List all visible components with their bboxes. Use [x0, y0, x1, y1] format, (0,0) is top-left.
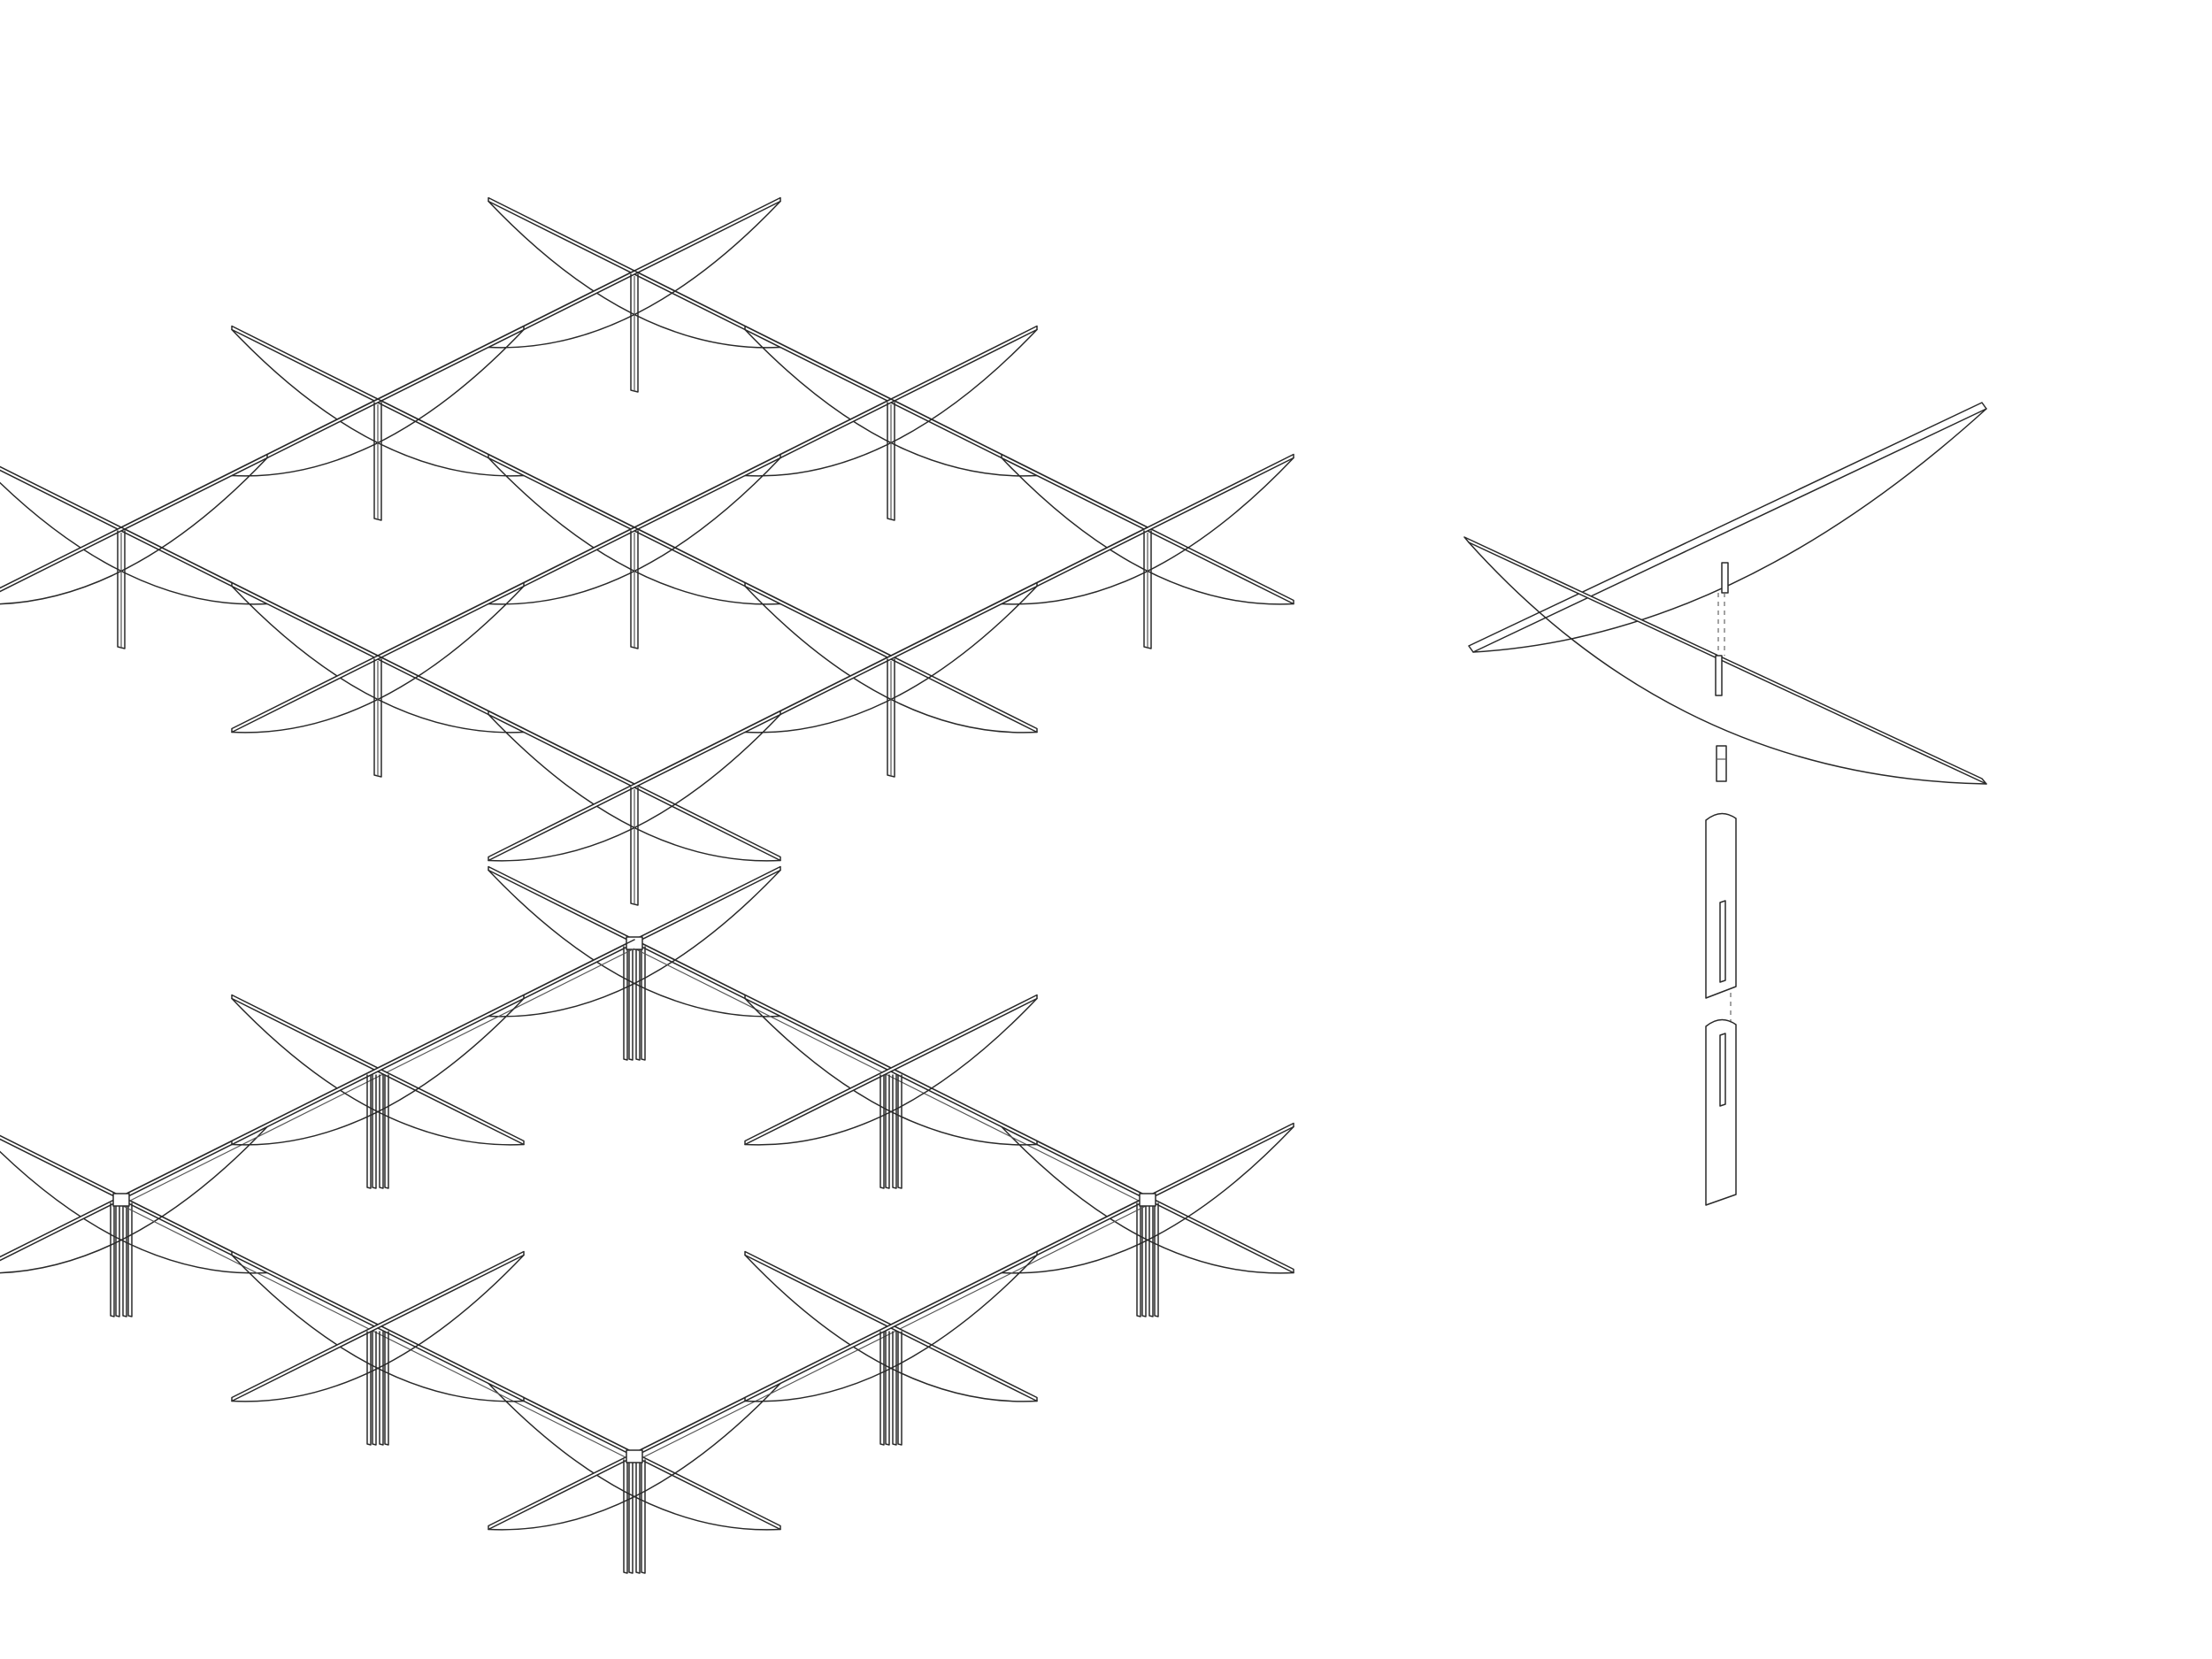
column-leg-1: [372, 1331, 377, 1446]
column-leg-2: [379, 1331, 384, 1446]
column-leg-3: [897, 1331, 902, 1446]
column-leg-2: [892, 1074, 897, 1189]
perimeter-beam-underside-2: [120, 1204, 635, 1463]
canopy-unit-mid-2: [231, 1250, 525, 1446]
blade-b-curved-edge: [0, 1125, 268, 1274]
column-leg-0: [110, 1202, 115, 1317]
beam-joint-2: [626, 1449, 643, 1463]
column-leg-2: [379, 1074, 384, 1189]
canopy-grid-with-beams-view: [0, 865, 1294, 1574]
connector-pin: [1716, 745, 1727, 782]
column-leg-1: [115, 1202, 120, 1317]
column-leg-0: [879, 1074, 885, 1189]
single-unit-exploded-view: [1463, 402, 1987, 1206]
column-leg-2: [122, 1202, 127, 1317]
column-leg-3: [1154, 1202, 1159, 1317]
blade-b-curved-edge: [488, 869, 781, 1018]
column-leg-1: [885, 1331, 890, 1446]
canopy-unit-0: [488, 196, 781, 393]
column-leg-0: [623, 946, 628, 1061]
beam-joint-3: [112, 1193, 130, 1207]
column-leg-3: [127, 1202, 133, 1317]
column-leg-3: [384, 1074, 389, 1189]
column-leg-2: [635, 946, 641, 1061]
perimeter-beam-underside-1: [634, 1204, 1148, 1463]
lower-post-slot: [1719, 1033, 1726, 1107]
cross-blade-curve: [1468, 541, 1987, 785]
column-leg-2: [635, 1459, 641, 1574]
grid-board-v-2: [634, 526, 1148, 785]
column-leg-1: [628, 946, 634, 1061]
column-leg-3: [641, 1459, 646, 1574]
grid-board-u-2: [120, 526, 635, 785]
column-leg-3: [641, 946, 646, 1061]
beam-joint-1: [1139, 1193, 1156, 1207]
column-leg-0: [366, 1074, 372, 1189]
canopy-unit-mid-0: [744, 994, 1038, 1189]
column-leg-1: [628, 1459, 634, 1574]
column-leg-0: [623, 1459, 628, 1574]
upper-notch: [1721, 562, 1729, 594]
canopy-unit-mid-3: [231, 994, 525, 1189]
perimeter-beam-underside-0: [634, 948, 1148, 1206]
canopy-unit-1: [231, 325, 525, 521]
column-leg-0: [366, 1331, 372, 1446]
blade-b-curved-edge: [488, 1382, 781, 1531]
upper-post-slot: [1719, 900, 1726, 983]
canopy-unit-mid-1: [744, 1250, 1038, 1446]
blade-b-curved-edge: [231, 997, 525, 1146]
long-blade-curve: [1472, 408, 1987, 653]
blade-b-curved-edge: [744, 1254, 1038, 1402]
column-leg-1: [372, 1074, 377, 1189]
lower-notch: [1715, 655, 1723, 696]
canopy-unit-4: [488, 453, 781, 649]
perimeter-beam-underside-3: [120, 948, 635, 1206]
canopy-grid-assembled-view: [0, 196, 1294, 906]
column-leg-2: [892, 1331, 897, 1446]
blade-b-curved-edge: [231, 1254, 525, 1402]
column-leg-1: [885, 1074, 890, 1189]
column-leg-1: [1141, 1202, 1147, 1317]
column-leg-3: [897, 1074, 902, 1189]
column-leg-0: [879, 1331, 885, 1446]
column-leg-2: [1148, 1202, 1154, 1317]
grid-board-v-1: [377, 398, 892, 657]
blade-b-curved-edge: [744, 997, 1038, 1146]
column-leg-0: [1136, 1202, 1141, 1317]
canopy-unit-8: [488, 710, 781, 906]
blade-b-curved-edge: [1001, 1125, 1294, 1274]
column-leg-3: [384, 1331, 389, 1446]
beam-joint-0: [626, 936, 643, 950]
lower-post: [1705, 1018, 1737, 1206]
